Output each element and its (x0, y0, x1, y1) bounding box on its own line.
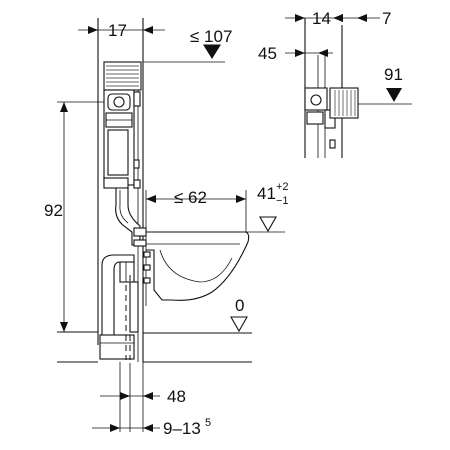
wc-bowl-outline (143, 231, 250, 306)
dim-62-label: ≤ 62 (174, 188, 207, 207)
dim-14-label: 14 (312, 9, 331, 28)
dim-9-13-label: 9–13 (163, 419, 201, 438)
dim-41-label: 41 (257, 184, 276, 203)
dimension-floor-level: 0 (230, 296, 248, 333)
dim-41-tol-lower: −1 (276, 195, 289, 207)
dimension-detail-height: 91 (384, 65, 403, 84)
dimension-seat-height: 41 +2 −1 (246, 181, 289, 233)
installation-frame (97, 18, 147, 362)
floor-line (57, 331, 252, 432)
dimension-cistern-height: ≤ 107 (143, 27, 232, 63)
dim-17-label: 17 (108, 21, 127, 40)
dim-9-13-exp: 5 (205, 417, 211, 429)
dimension-wall-thickness: 9–13 5 (92, 417, 211, 438)
dim-48-label: 48 (167, 387, 186, 406)
dim-7-label: 7 (382, 9, 391, 28)
detail-view (304, 18, 412, 158)
dim-45-label: 45 (258, 44, 277, 63)
dimension-wc-projection: ≤ 62 (145, 188, 247, 232)
dimension-drain-offset: 48 (100, 387, 186, 406)
dimension-detail-top: 14 7 (285, 9, 391, 28)
dim-41-tol-upper: +2 (276, 181, 289, 193)
dim-0-label: 0 (235, 296, 244, 315)
dim-92-label: 92 (44, 201, 63, 220)
dimension-wc-height: 92 (44, 101, 104, 332)
dim-107-label: ≤ 107 (190, 27, 232, 46)
dimension-detail-depth: 45 (258, 44, 333, 63)
dimension-frame-depth: 17 (78, 21, 165, 40)
dim-91-label: 91 (384, 65, 403, 84)
